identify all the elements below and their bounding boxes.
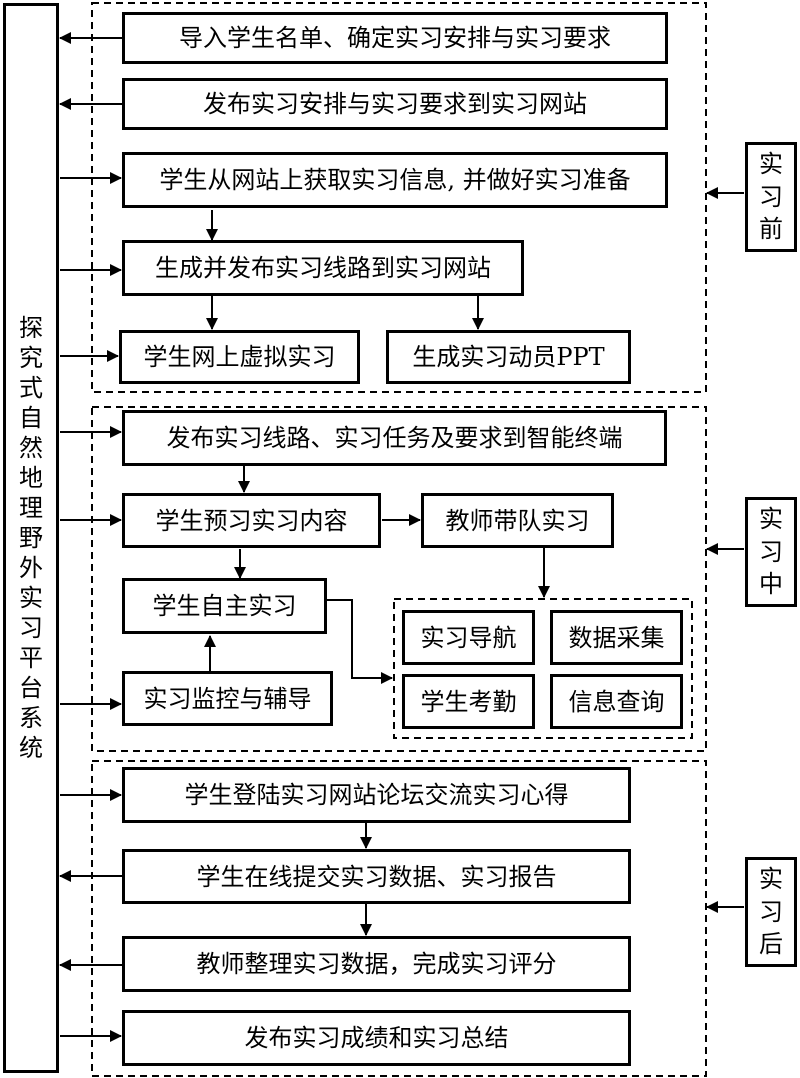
step-import-roster: 导入学生名单、确定实习安排与实习要求 — [122, 12, 668, 64]
step-preview-content: 学生预习实习内容 — [122, 493, 381, 548]
func-data-collection: 数据采集 — [550, 610, 683, 665]
arrow-self-to-terminal — [327, 599, 393, 684]
phase-after-label-box: 实习后 — [745, 857, 797, 967]
func-info-query: 信息查询 — [550, 674, 683, 729]
step-forum-exchange: 学生登陆实习网站论坛交流实习心得 — [122, 767, 631, 823]
phase-during-container — [91, 406, 707, 752]
step-submit-report: 学生在线提交实习数据、实习报告 — [122, 849, 631, 904]
phase-before-label: 实习前 — [758, 150, 783, 244]
phase-after-container — [91, 760, 707, 1077]
step-teacher-lead: 教师带队实习 — [421, 493, 614, 548]
step-publish-arrangement: 发布实习安排与实习要求到实习网站 — [122, 78, 668, 130]
phase-during-label-box: 实习中 — [745, 497, 797, 607]
phase-before-label-box: 实习前 — [745, 142, 797, 252]
step-publish-summary: 发布实习成绩和实习总结 — [122, 1010, 631, 1066]
system-platform-label: 探究式自然地理野外实习平台系统 — [19, 314, 43, 762]
step-generate-ppt: 生成实习动员PPT — [386, 330, 631, 384]
func-attendance: 学生考勤 — [402, 674, 535, 729]
step-virtual-practice: 学生网上虚拟实习 — [119, 330, 360, 384]
step-publish-task: 发布实习线路、实习任务及要求到智能终端 — [122, 410, 667, 466]
terminal-functions-container — [393, 598, 693, 739]
step-teacher-grading: 教师整理实习数据，完成实习评分 — [122, 936, 631, 992]
step-obtain-info: 学生从网站上获取实习信息, 并做好实习准备 — [122, 152, 668, 208]
func-navigation: 实习导航 — [402, 610, 535, 665]
step-self-study: 学生自主实习 — [122, 578, 327, 634]
step-publish-route: 生成并发布实习线路到实习网站 — [122, 240, 524, 296]
system-platform-box: 探究式自然地理野外实习平台系统 — [3, 3, 59, 1073]
phase-after-label: 实习后 — [758, 865, 783, 959]
step-monitor-guide: 实习监控与辅导 — [122, 671, 333, 726]
phase-during-label: 实习中 — [758, 505, 783, 599]
